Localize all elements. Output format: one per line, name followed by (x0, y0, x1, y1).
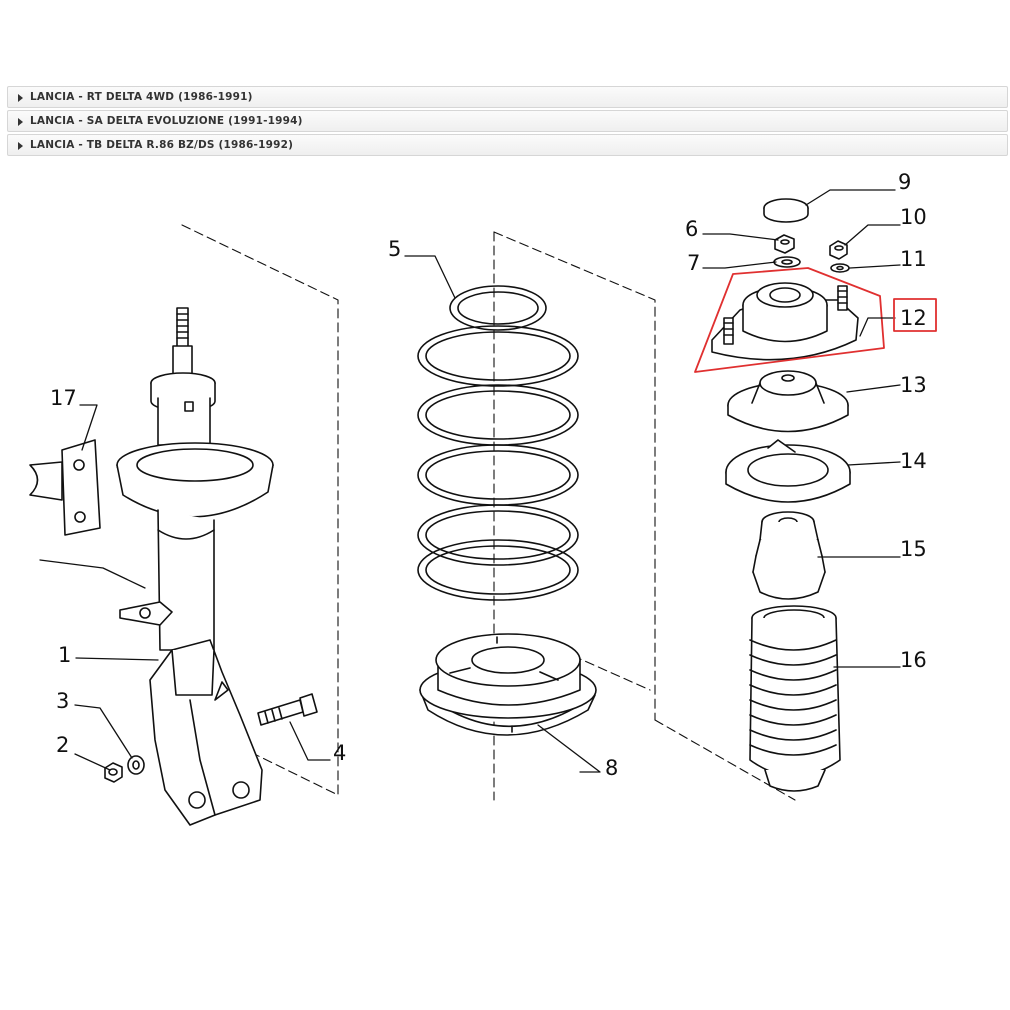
callout-labels: 1 2 3 4 5 6 7 8 9 10 11 12 13 14 15 16 1… (50, 170, 927, 780)
vehicle-label: LANCIA - TB DELTA R.86 BZ/DS (1986-1992) (30, 139, 294, 151)
callout-7[interactable]: 7 (687, 251, 700, 275)
vehicle-label: LANCIA - RT DELTA 4WD (1986-1991) (30, 91, 253, 103)
part-bolt-4[interactable] (257, 693, 318, 726)
callout-12-highlight-box (893, 298, 937, 332)
callout-8[interactable]: 8 (605, 756, 618, 780)
callout-9[interactable]: 9 (898, 170, 911, 194)
part-top-mount[interactable] (711, 282, 859, 361)
vehicle-row-sa-delta-evoluzione[interactable]: LANCIA - SA DELTA EVOLUZIONE (1991-1994) (7, 110, 1008, 132)
expand-arrow-icon (18, 118, 23, 126)
vehicle-row-rt-delta-4wd[interactable]: LANCIA - RT DELTA 4WD (1986-1991) (7, 86, 1008, 108)
callout-10[interactable]: 10 (900, 205, 927, 229)
part-nut-6[interactable] (774, 234, 795, 254)
callout-6[interactable]: 6 (685, 217, 698, 241)
vehicle-row-tb-delta-r86[interactable]: LANCIA - TB DELTA R.86 BZ/DS (1986-1992) (7, 134, 1008, 156)
callout-5[interactable]: 5 (388, 237, 401, 261)
part-dust-boot[interactable] (749, 605, 841, 792)
part-bearing[interactable] (727, 370, 849, 433)
part-strut[interactable] (116, 307, 274, 826)
leader-lines (74, 189, 901, 773)
part-washer-3[interactable] (127, 755, 145, 775)
part-coil-spring[interactable] (417, 285, 579, 601)
callout-12[interactable]: 12 (900, 306, 927, 330)
callout-17[interactable]: 17 (50, 386, 77, 410)
part-dust-cap[interactable] (763, 198, 809, 223)
top-mount-highlight (694, 267, 885, 373)
expand-arrow-icon (18, 142, 23, 150)
callout-2[interactable]: 2 (56, 733, 69, 757)
part-lower-spring-seat[interactable] (419, 633, 597, 736)
callout-11[interactable]: 11 (900, 247, 927, 271)
expand-arrow-icon (18, 94, 23, 102)
callout-13[interactable]: 13 (900, 373, 927, 397)
callout-1[interactable]: 1 (58, 643, 71, 667)
part-washer-11[interactable] (830, 263, 850, 273)
callout-3[interactable]: 3 (56, 689, 69, 713)
vehicle-label: LANCIA - SA DELTA EVOLUZIONE (1991-1994) (30, 115, 303, 127)
part-nut-2[interactable] (104, 762, 123, 783)
part-spring-pad[interactable] (725, 439, 851, 503)
part-nut-10[interactable] (829, 240, 848, 260)
part-washer-7[interactable] (773, 256, 801, 268)
vehicle-list: LANCIA - RT DELTA 4WD (1986-1991) LANCIA… (7, 86, 1008, 158)
callout-14[interactable]: 14 (900, 449, 927, 473)
callout-16[interactable]: 16 (900, 648, 927, 672)
part-bump-stop[interactable] (752, 511, 826, 600)
callout-4[interactable]: 4 (333, 741, 346, 765)
callout-15[interactable]: 15 (900, 537, 927, 561)
